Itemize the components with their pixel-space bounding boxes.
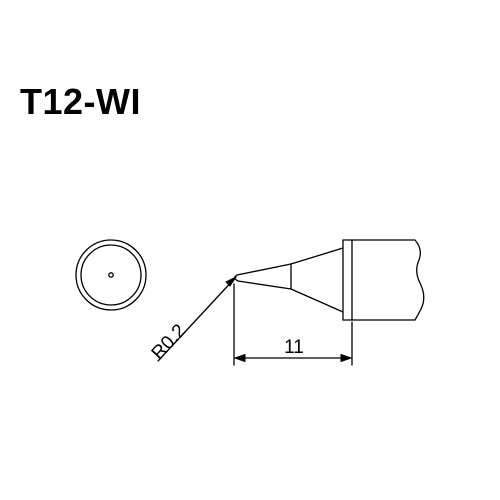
radius-dimension: R0.2 xyxy=(148,276,237,364)
shank-outline xyxy=(342,239,425,321)
end-view-outer-circle xyxy=(75,239,147,311)
radius-leader-arrow xyxy=(225,276,237,287)
length-arrow-left xyxy=(234,354,246,362)
tip-end-view xyxy=(75,239,147,311)
needle-upper-edge xyxy=(236,263,292,276)
length-dimension-label: 11 xyxy=(284,337,304,358)
length-arrow-right xyxy=(340,354,352,362)
end-view-inner-circle xyxy=(80,244,142,306)
cone-upper-edge xyxy=(290,247,344,265)
tip-model-title: T12-WI xyxy=(20,81,142,122)
radius-dimension-label: R0.2 xyxy=(148,320,191,364)
length-dimension: 11 xyxy=(233,283,353,366)
end-view-center-point xyxy=(108,272,114,278)
needle-lower-edge xyxy=(237,280,292,290)
tip-side-view xyxy=(234,239,425,321)
radius-leader-line xyxy=(157,276,237,362)
cone-lower-edge xyxy=(290,288,344,313)
